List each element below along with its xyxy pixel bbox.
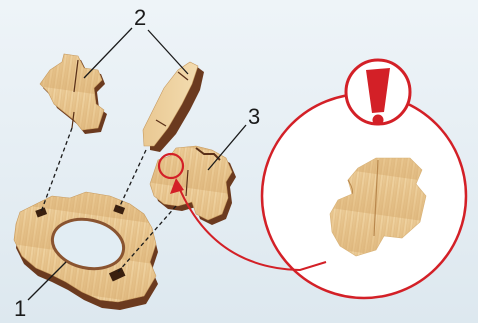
callout-3: 3 bbox=[248, 104, 260, 129]
warning-badge bbox=[346, 60, 410, 126]
part-2-tall-piece bbox=[143, 62, 204, 152]
guide-line-center bbox=[119, 150, 146, 208]
callout-2: 2 bbox=[134, 5, 146, 30]
callout-1: 1 bbox=[14, 296, 26, 321]
part-2-left-piece bbox=[40, 54, 107, 134]
